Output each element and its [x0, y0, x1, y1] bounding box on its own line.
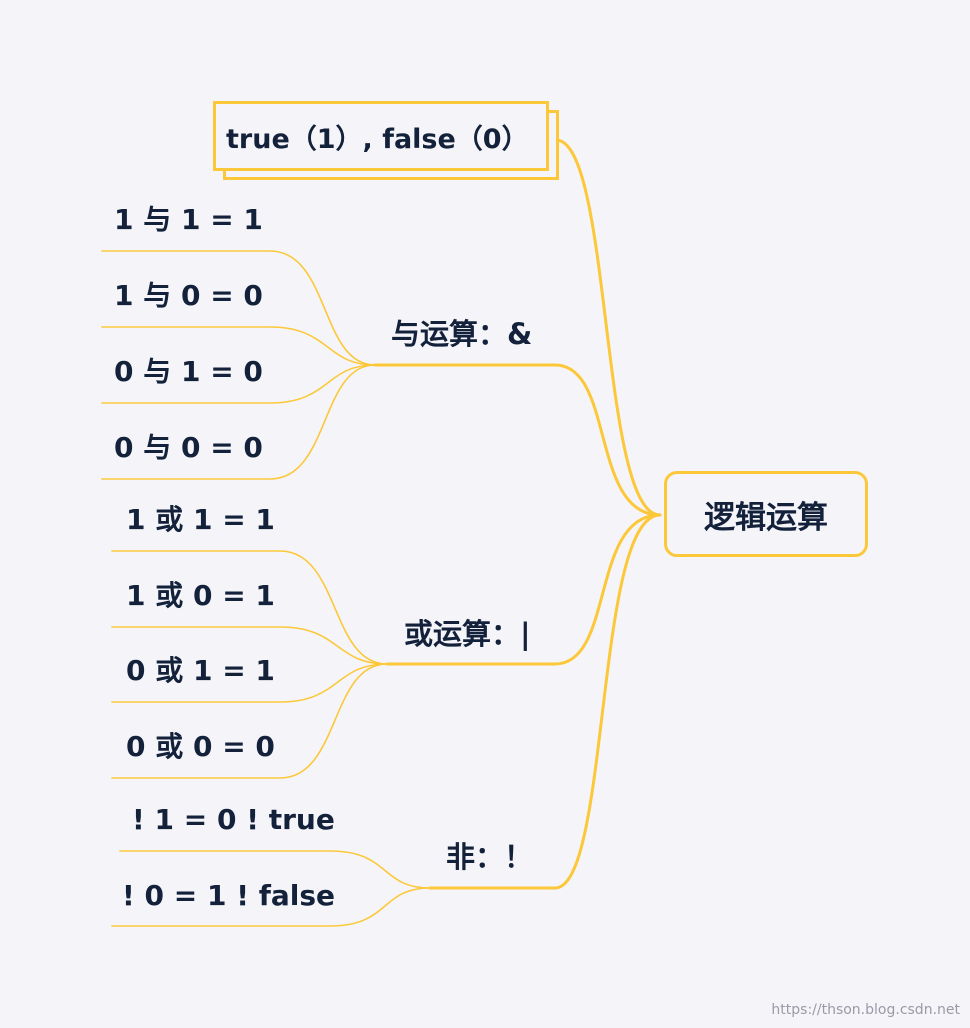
top-note-label: true（1）, false（0）: [226, 123, 529, 155]
not-leaf-1[interactable]: ! 1 = 0 ! true: [132, 803, 335, 836]
or-leaf-2[interactable]: 1 或 0 = 1: [126, 579, 275, 612]
or-leaf-3[interactable]: 0 或 1 = 1: [126, 654, 275, 687]
top-note-box[interactable]: true（1）, false（0）: [213, 101, 549, 171]
connector-not-leaf-1: [119, 850, 431, 889]
branch-or-label[interactable]: 或运算：|: [404, 617, 531, 651]
connector-and-leaf-4: [101, 364, 376, 480]
root-node[interactable]: 逻辑运算: [664, 471, 868, 557]
connector-or-leaf-3: [111, 663, 388, 703]
connector-root-branch-and: [373, 363, 662, 517]
and-leaf-3[interactable]: 0 与 1 = 0: [114, 355, 263, 388]
connector-root-branch-not: [428, 513, 662, 890]
connector-root-branch-or: [385, 513, 662, 666]
connector-and-leaf-3: [101, 364, 376, 404]
branch-and-label[interactable]: 与运算：&: [391, 317, 533, 351]
and-leaf-2[interactable]: 1 与 0 = 0: [114, 279, 263, 312]
root-label: 逻辑运算: [704, 499, 828, 536]
or-leaf-4[interactable]: 0 或 0 = 0: [126, 730, 275, 763]
branch-not-label[interactable]: 非：！: [446, 840, 534, 874]
connector-or-leaf-1: [111, 550, 388, 665]
connector-and-leaf-2: [101, 326, 376, 366]
or-leaf-1[interactable]: 1 或 1 = 1: [126, 503, 275, 536]
watermark: https://thson.blog.csdn.net: [771, 1002, 960, 1018]
and-leaf-4[interactable]: 0 与 0 = 0: [114, 431, 263, 464]
and-leaf-1[interactable]: 1 与 1 = 1: [114, 203, 263, 236]
connector-or-leaf-4: [111, 663, 388, 779]
connector-root-top-note: [554, 138, 662, 517]
connector-not-leaf-2: [111, 887, 431, 927]
connector-and-leaf-1: [101, 250, 376, 366]
connector-or-leaf-2: [111, 626, 388, 665]
not-leaf-2[interactable]: ! 0 = 1 ! false: [122, 879, 336, 912]
